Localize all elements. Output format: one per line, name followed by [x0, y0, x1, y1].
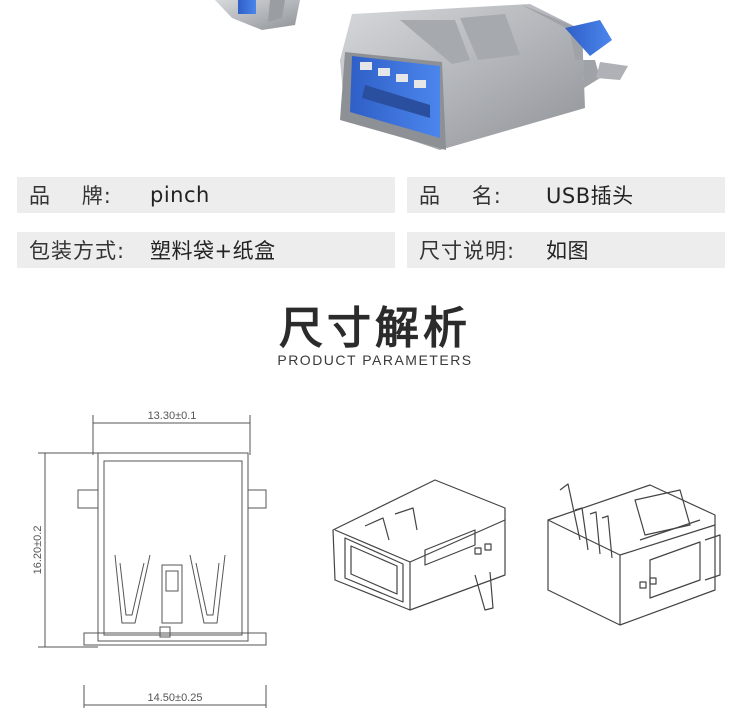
spec-row-dimension-note: 尺寸说明: 如图: [407, 232, 725, 268]
spec-row-brand: 品 牌: pinch: [17, 177, 395, 213]
spec-value-dimension-note: 如图: [546, 239, 589, 263]
connector-main: [340, 4, 628, 150]
section-subtitle: PRODUCT PARAMETERS: [277, 352, 473, 368]
dimension-height: 16.20±0.2: [32, 526, 44, 575]
section-title: 尺寸解析: [279, 303, 471, 354]
spec-label-brand: 品 牌:: [29, 184, 112, 208]
spec-row-packaging: 包装方式: 塑料袋+纸盒: [17, 232, 395, 268]
spec-row-product-name: 品 名: USB插头: [407, 177, 725, 213]
connector-left-partial: [215, 0, 300, 30]
spec-value-product-name: USB插头: [546, 184, 634, 208]
isometric-view-rear: [547, 483, 721, 626]
spec-label-product-name: 品 名:: [419, 184, 502, 208]
spec-value-brand: pinch: [150, 183, 210, 207]
product-photo: [215, 0, 628, 150]
spec-value-packaging: 塑料袋+纸盒: [150, 239, 276, 263]
front-view-drawing: 13.30±0.1 16.20±0.2 14.50±0.25: [32, 410, 267, 708]
spec-label-dimension-note: 尺寸说明:: [419, 239, 516, 263]
dimension-bottom-width: 14.50±0.25: [148, 692, 203, 704]
spec-label-packaging: 包装方式:: [29, 239, 126, 263]
dimension-top-width: 13.30±0.1: [148, 410, 197, 422]
isometric-view-front: [332, 479, 506, 611]
